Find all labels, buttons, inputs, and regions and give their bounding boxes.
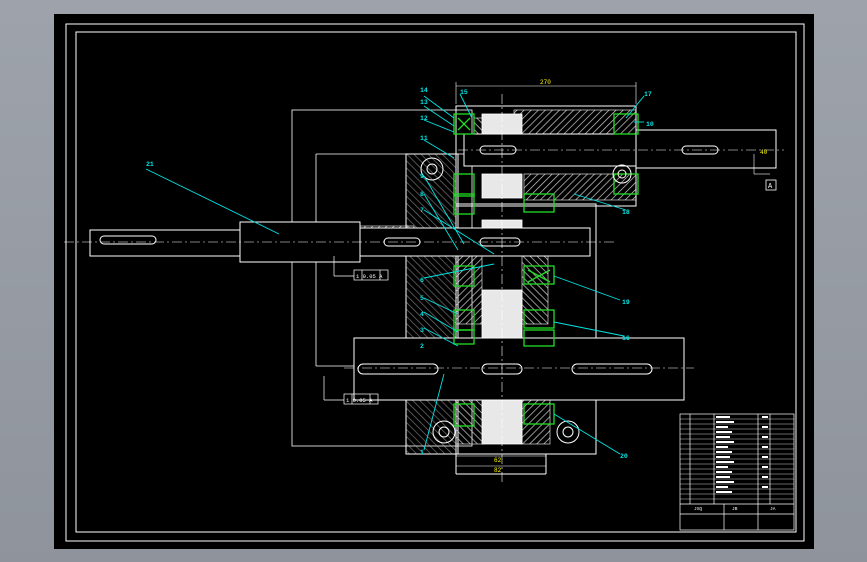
callout-12: 12	[420, 115, 428, 122]
title-block	[679, 413, 795, 531]
title-block-label-a: JXQ	[694, 506, 702, 512]
callout-10: 10	[646, 121, 654, 128]
callout-3: 3	[420, 327, 424, 334]
callout-16: 16	[622, 335, 630, 342]
title-block-label-c: JA	[770, 506, 776, 512]
hatch-gear-1	[455, 253, 483, 325]
dimensions	[455, 82, 770, 467]
callout-19: 19	[622, 299, 630, 306]
callout-15: 15	[460, 89, 468, 96]
dim-top-width: 270	[540, 79, 551, 86]
centerlines	[64, 94, 784, 484]
title-block-label-b: JB	[732, 506, 738, 512]
callout-18: 18	[622, 209, 630, 216]
hatch-gear-3	[455, 393, 485, 445]
dim-bottom-a: 62	[494, 457, 502, 464]
callout-7: 7	[420, 207, 424, 214]
leader-lines	[145, 93, 645, 455]
callout-5: 5	[420, 295, 424, 302]
dim-right-shaft: 40	[760, 149, 768, 156]
bearings	[453, 113, 639, 427]
callout-20: 20	[620, 453, 628, 460]
callout-1: 1	[420, 449, 424, 456]
callout-4: 4	[420, 311, 424, 318]
callout-11: 11	[420, 135, 428, 142]
assembly-drawing: 270 62 82 40 A 1 0.05 A	[64, 23, 805, 542]
callout-17: 17	[644, 91, 652, 98]
title-block-labels: JXQ JB JA	[694, 506, 776, 512]
drawing-canvas[interactable]: 270 62 82 40 A 1 0.05 A	[54, 14, 814, 549]
callout-13: 13	[420, 99, 428, 106]
hatch-gear-4	[521, 393, 551, 445]
inner-border	[75, 31, 797, 533]
title-block-entries	[716, 416, 768, 493]
tolerance-frame-1	[333, 256, 389, 281]
datum-letter: A	[768, 183, 773, 191]
shafts	[89, 129, 777, 401]
callout-21: 21	[146, 161, 154, 168]
callout-2: 2	[420, 343, 424, 350]
callout-numbers: 21 14 13 12 11 15 17 10 18 9 8 7 6 5 4 3…	[146, 87, 654, 460]
hatch-gear-2	[521, 253, 549, 325]
mounting-holes	[420, 157, 632, 444]
hatch-left-a	[406, 154, 456, 454]
tolerance-frame-2	[323, 376, 379, 405]
title-block-rows	[680, 418, 794, 500]
outer-border	[65, 23, 805, 542]
tolerance-label-1: 1 0.05 A	[356, 273, 383, 280]
callout-8: 8	[420, 191, 424, 198]
callout-6: 6	[420, 277, 424, 284]
tolerance-label-2: 1 0.05 A	[346, 397, 373, 404]
callout-14: 14	[420, 87, 428, 94]
datum-box	[765, 179, 777, 191]
callout-9: 9	[420, 173, 424, 180]
dim-bottom-b: 82	[494, 467, 502, 474]
dimension-texts: 270 62 82 40	[494, 79, 768, 474]
